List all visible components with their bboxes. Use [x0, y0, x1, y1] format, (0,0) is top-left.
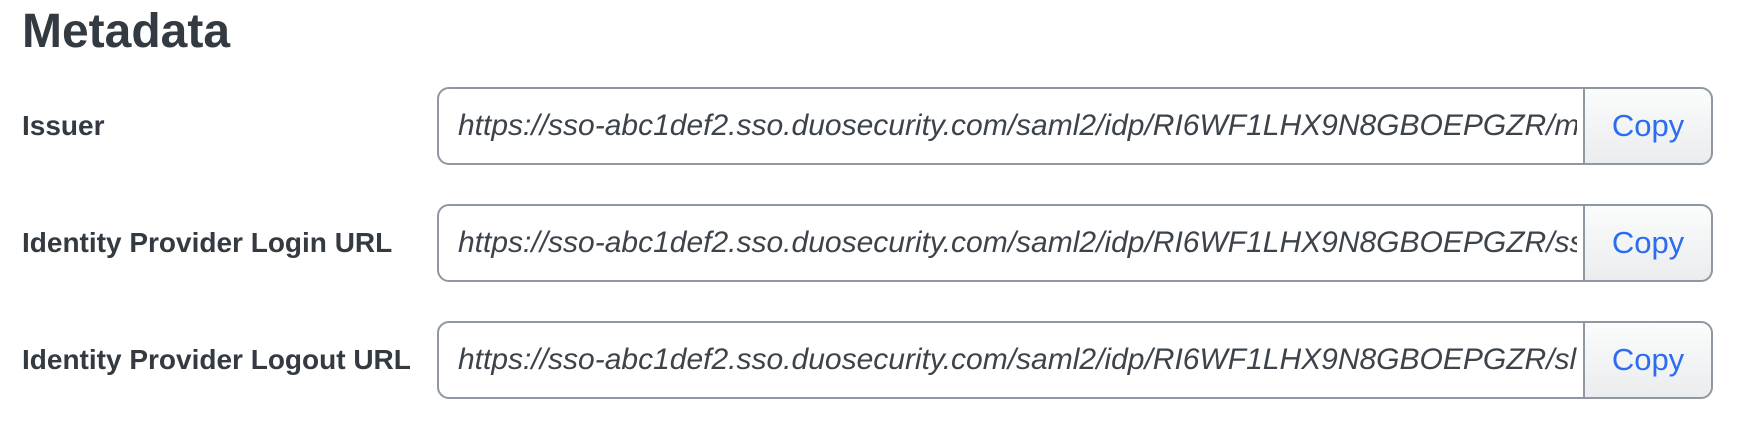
copy-issuer-button[interactable]: Copy [1583, 87, 1713, 165]
form-row-login-url: Identity Provider Login URL Copy [22, 204, 1713, 282]
form-row-logout-url: Identity Provider Logout URL Copy [22, 321, 1713, 399]
form-row-issuer: Issuer Copy [22, 87, 1713, 165]
issuer-input-group: Copy [437, 87, 1713, 165]
login-url-label: Identity Provider Login URL [22, 227, 393, 259]
copy-login-url-button[interactable]: Copy [1583, 204, 1713, 282]
logout-url-input-group: Copy [437, 321, 1713, 399]
copy-logout-url-button[interactable]: Copy [1583, 321, 1713, 399]
issuer-url-input[interactable] [437, 87, 1585, 165]
login-url-input-group: Copy [437, 204, 1713, 282]
login-url-input[interactable] [437, 204, 1585, 282]
logout-url-label: Identity Provider Logout URL [22, 344, 411, 376]
issuer-label: Issuer [22, 110, 105, 142]
section-title: Metadata [22, 5, 231, 58]
logout-url-input[interactable] [437, 321, 1585, 399]
